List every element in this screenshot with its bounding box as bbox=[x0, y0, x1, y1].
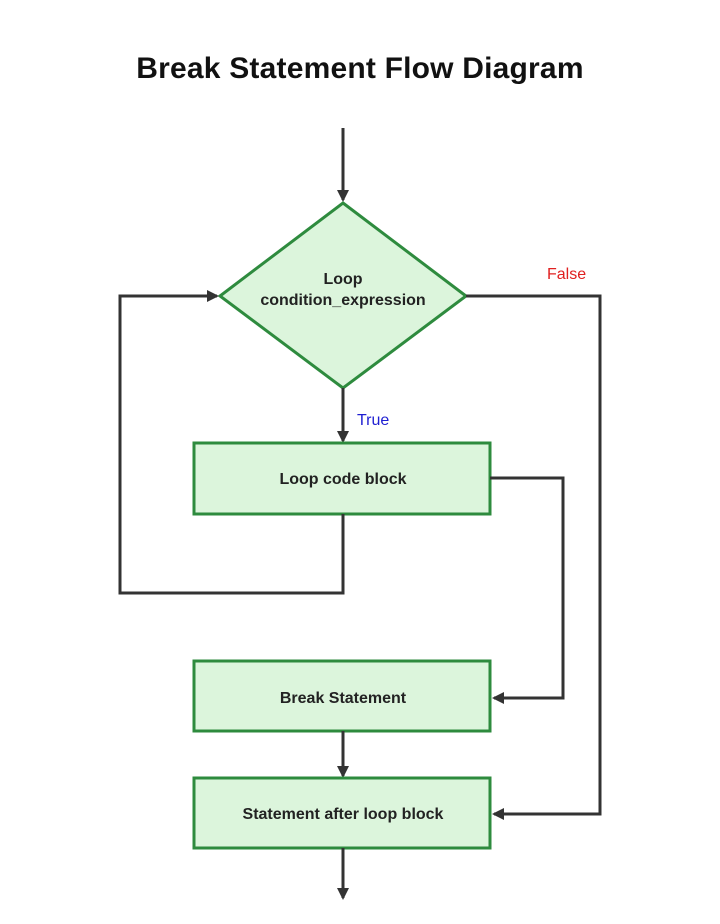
false-label: False bbox=[547, 266, 586, 283]
false-arrow bbox=[466, 294, 602, 820]
after-loop-label: Statement after loop block bbox=[243, 806, 444, 823]
condition-label-line2: condition_expression bbox=[260, 292, 425, 309]
break-statement-label: Break Statement bbox=[280, 690, 407, 707]
loop-back-arrow bbox=[118, 290, 345, 595]
break-path-arrow bbox=[490, 476, 565, 704]
diagram-title: Break Statement Flow Diagram bbox=[136, 52, 584, 85]
true-label: True bbox=[357, 412, 389, 429]
condition-label-line1: Loop bbox=[323, 271, 362, 288]
loop-code-block-label: Loop code block bbox=[279, 471, 406, 488]
